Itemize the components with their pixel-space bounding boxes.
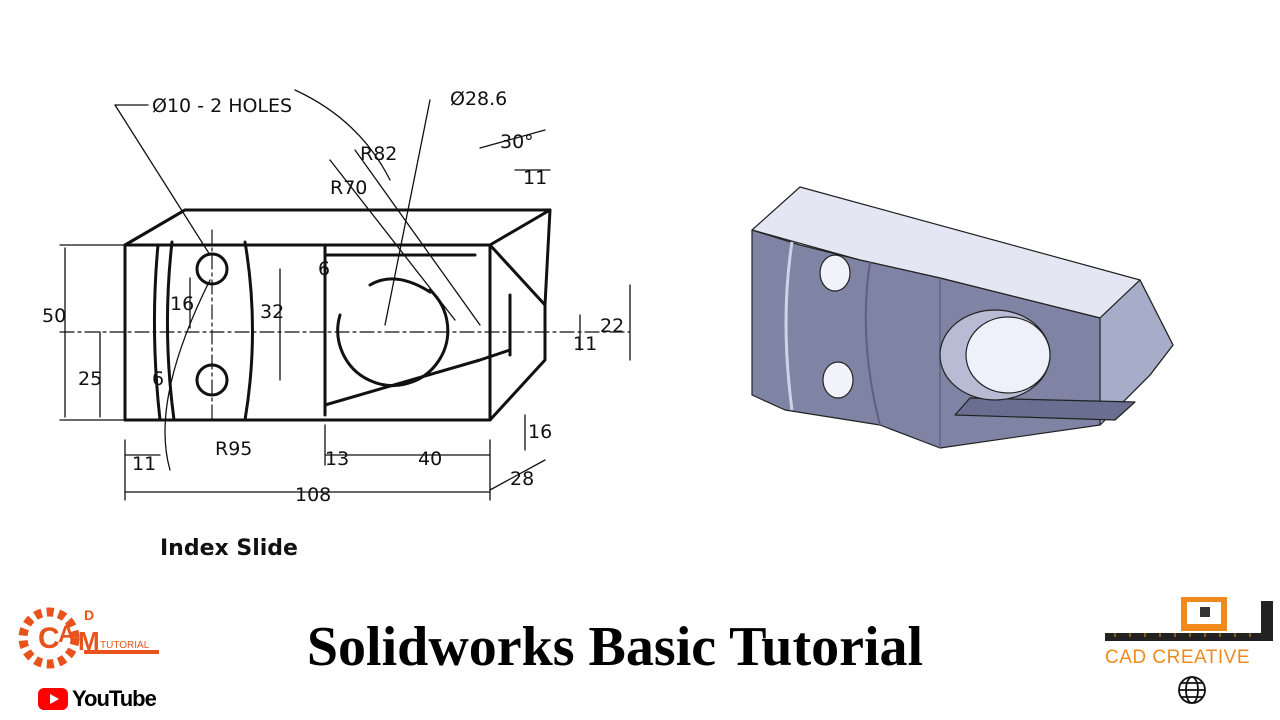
index-slide-drawing: Ø10 - 2 HOLES Ø28.6 R82 R70 R95 30° 50 2… xyxy=(42,88,631,561)
logo-letter-a: A xyxy=(58,621,75,648)
bore xyxy=(336,288,450,387)
logo-letter-c: C xyxy=(38,622,60,655)
cad-creative-text: CAD CREATIVE xyxy=(1105,647,1250,668)
slot-face xyxy=(954,397,1136,421)
angle-30: 30° xyxy=(500,131,534,153)
dim-50: 50 xyxy=(42,305,66,327)
dim-13: 13 xyxy=(325,448,349,470)
logo-letter-m: M xyxy=(78,626,100,656)
dim-11-left: 11 xyxy=(132,453,156,475)
hole-note: Ø10 - 2 HOLES xyxy=(152,95,292,117)
logo-suffix: TUTORIAL xyxy=(100,640,150,651)
youtube-play-icon xyxy=(38,688,68,710)
part-outline xyxy=(123,208,552,422)
dim-16-right: 16 xyxy=(528,421,552,443)
globe-icon[interactable] xyxy=(1176,674,1208,706)
logo-letter-d: D xyxy=(84,607,94,623)
slot xyxy=(323,243,512,417)
part-3d-model xyxy=(751,186,1174,449)
bore-note: Ø28.6 xyxy=(450,88,507,110)
dim-6b: 6 xyxy=(152,368,164,390)
dim-32: 32 xyxy=(260,301,284,323)
hole-top xyxy=(819,254,851,292)
video-title: Solidworks Basic Tutorial xyxy=(306,616,924,678)
cad-creative-logo-icon: CAD CREATIVE xyxy=(1105,595,1275,670)
youtube-badge[interactable]: YouTube xyxy=(38,684,157,714)
radius-r95: R95 xyxy=(215,438,252,460)
dim-22: 22 xyxy=(600,315,624,337)
engineering-drawing: Ø10 - 2 HOLES Ø28.6 R82 R70 R95 30° 50 2… xyxy=(40,60,680,580)
dim-40: 40 xyxy=(418,448,442,470)
youtube-label: YouTube xyxy=(72,686,157,711)
radius-r70: R70 xyxy=(330,177,367,199)
dim-11-top: 11 xyxy=(523,167,547,189)
isometric-model-render xyxy=(730,170,1200,490)
dimension-lines xyxy=(59,89,631,501)
dim-11-right: 11 xyxy=(573,333,597,355)
dim-6a: 6 xyxy=(318,258,330,280)
cad-tutorial-gear-logo-icon: C A D M TUTORIAL xyxy=(14,600,164,680)
dim-108: 108 xyxy=(295,484,331,506)
dim-25: 25 xyxy=(78,368,102,390)
drawing-caption: Index Slide xyxy=(160,536,298,561)
dim-16: 16 xyxy=(170,293,194,315)
hole-bottom xyxy=(822,361,854,399)
dim-28: 28 xyxy=(510,468,534,490)
radius-r82: R82 xyxy=(360,143,397,165)
curved-groove xyxy=(152,240,254,422)
